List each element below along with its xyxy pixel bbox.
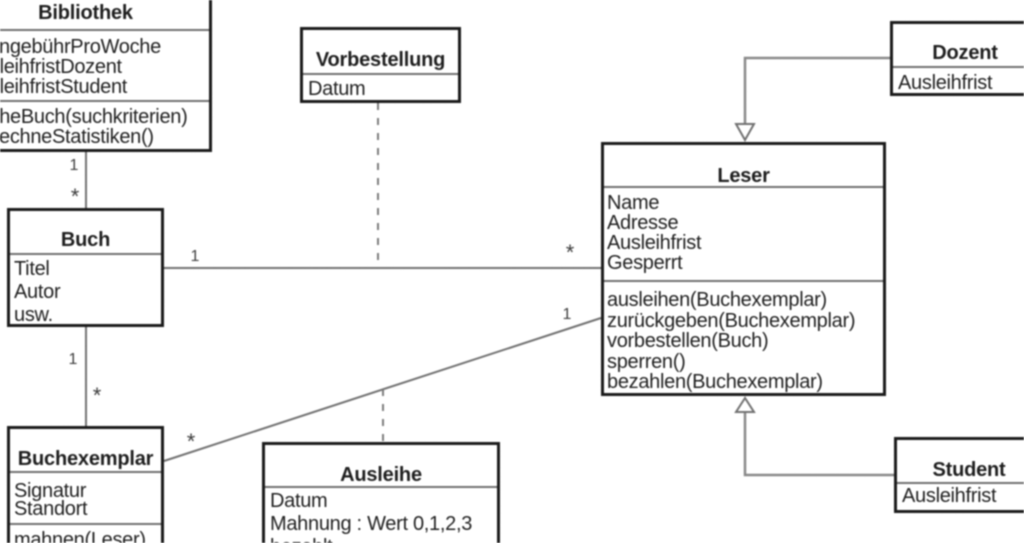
method-row: zurückgeben(Buchexemplar) — [607, 309, 856, 332]
attribute-row: Titel — [14, 258, 50, 280]
attribute-row: bezahlt — [270, 536, 495, 543]
class-box-student[interactable]: Student Ausleihfrist — [894, 437, 1024, 513]
class-box-buchexemplar[interactable]: Buchexemplar Signatur Standort mahnen(Le… — [7, 426, 164, 543]
class-title-buchexemplar: Buchexemplar — [17, 448, 154, 470]
attribute-row: Ausleihfrist — [902, 485, 997, 507]
method-row: mahnen(Leser) — [14, 529, 146, 543]
attributes-vorbestellung: Datum — [303, 73, 458, 100]
attributes-leser: Name Adresse Ausleihfrist Gesperrt — [604, 186, 883, 280]
method-row: sucheBuch(suchkriterien) — [0, 106, 188, 128]
attributes-dozent: Ausleihfrist — [893, 66, 1024, 93]
attribute-row: Autor — [14, 281, 61, 303]
class-box-bibliothek[interactable]: Bibliothek MahngebührProWoche Ausleihfri… — [0, 0, 212, 152]
attributes-bibliothek: MahngebührProWoche AusleihfristDozent Au… — [0, 29, 209, 100]
attributes-ausleihe: Datum Mahnung : Wert 0,1,2,3 bezahlt — [265, 486, 497, 543]
class-box-ausleihe[interactable]: Ausleihe Datum Mahnung : Wert 0,1,2,3 be… — [262, 442, 500, 543]
multiplicity-buchexemplar-top-end: * — [92, 383, 102, 408]
attribute-row: Ausleihfrist — [607, 231, 702, 254]
class-title-vorbestellung: Vorbestellung — [315, 49, 446, 71]
method-row: ausleihen(Buchexemplar) — [607, 289, 827, 311]
attribute-row: Name — [607, 191, 660, 214]
class-box-dozent[interactable]: Dozent Ausleihfrist — [890, 21, 1024, 96]
attributes-buchexemplar: Signatur Standort — [10, 471, 161, 523]
attribute-row: Ausleihfrist — [898, 72, 993, 93]
attribute-row: Datum — [308, 78, 366, 100]
class-title-bibliothek: Bibliothek — [38, 2, 133, 24]
generalization-dozent-leser — [743, 56, 891, 125]
generalization-arrow-student — [734, 396, 756, 413]
attribute-row: Gesperrt — [607, 252, 683, 275]
multiplicity-bibliothek-end: 1 — [69, 157, 79, 174]
attribute-row: Signatur — [14, 480, 87, 502]
method-row: sperren() — [607, 350, 686, 373]
attribute-row: Standort — [14, 498, 88, 520]
class-box-buch[interactable]: Buch Titel Autor usw. — [7, 208, 164, 327]
multiplicity-leser-left-end: * — [565, 240, 575, 265]
attributes-student: Ausleihfrist — [897, 482, 1024, 510]
class-title-ausleihe: Ausleihe — [340, 464, 422, 486]
attributes-buch: Titel Autor usw. — [10, 253, 161, 324]
multiplicity-buch-bottom-end: 1 — [68, 351, 78, 368]
attribute-row: Adresse — [607, 211, 679, 234]
class-title-student: Student — [932, 459, 1006, 481]
generalization-arrow-dozent — [734, 123, 756, 143]
multiplicity-leser-diagonal-end: 1 — [562, 306, 572, 323]
class-title-buch: Buch — [60, 229, 111, 251]
generalization-student-leser — [743, 411, 895, 477]
attribute-row: Mahnung : Wert 0,1,2,3 — [270, 513, 473, 535]
multiplicity-buch-top-end: * — [70, 184, 80, 209]
class-box-vorbestellung[interactable]: Vorbestellung Datum — [300, 27, 461, 103]
multiplicity-buch-right-end: 1 — [190, 248, 200, 265]
attribute-row: Datum — [270, 490, 328, 512]
method-row: vorbestellen(Buch) — [607, 330, 769, 352]
class-title-dozent: Dozent — [932, 42, 998, 64]
method-row: bezahlen(Buchexemplar) — [607, 371, 823, 393]
attribute-row: MahngebührProWoche — [0, 36, 161, 58]
methods-buchexemplar: mahnen(Leser) — [10, 523, 161, 543]
attribute-row: usw. — [14, 304, 53, 324]
class-box-leser[interactable]: Leser Name Adresse Ausleihfrist Gesperrt… — [601, 142, 886, 396]
methods-bibliothek: sucheBuch(suchkriterien) berechneStatist… — [0, 100, 209, 149]
method-row: berechneStatistiken() — [0, 126, 154, 148]
class-title-leser: Leser — [717, 165, 770, 187]
methods-leser: ausleihen(Buchexemplar) zurückgeben(Buch… — [604, 280, 883, 393]
attribute-row: AusleihfristStudent — [0, 76, 128, 98]
multiplicity-buchexemplar-right-end: * — [186, 429, 196, 454]
attribute-row: AusleihfristDozent — [0, 56, 122, 78]
